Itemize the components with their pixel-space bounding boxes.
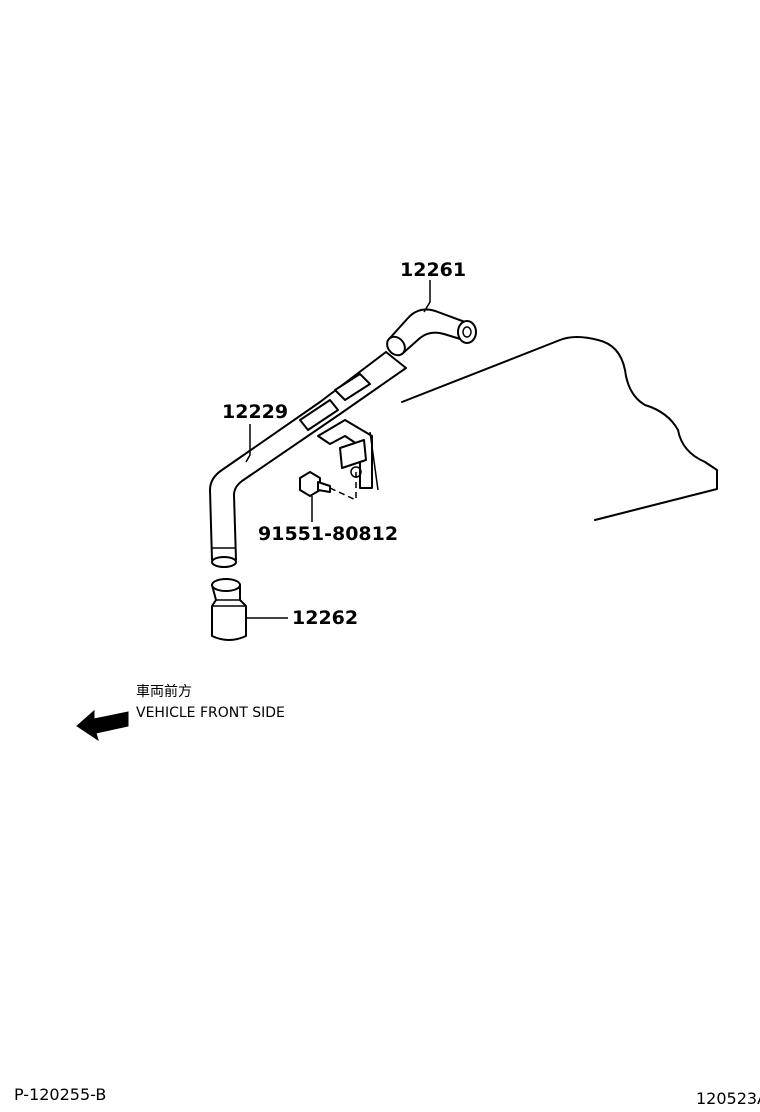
label-12262: 12262 bbox=[292, 607, 358, 629]
direction-label-en: VEHICLE FRONT SIDE bbox=[136, 705, 285, 721]
label-12229: 12229 bbox=[222, 401, 288, 423]
vehicle-front-indicator: 車両前方 VEHICLE FRONT SIDE bbox=[76, 683, 285, 742]
arrow-left-icon bbox=[76, 709, 129, 742]
hose-12261[interactable] bbox=[383, 308, 477, 359]
pipe-12229[interactable] bbox=[209, 351, 407, 568]
label-91551-80812: 91551-80812 bbox=[258, 523, 398, 545]
reference-code-left: P-120255-B bbox=[14, 1085, 106, 1104]
leader-lines bbox=[245, 280, 431, 619]
hose-12262[interactable] bbox=[211, 578, 247, 641]
label-12261: 12261 bbox=[400, 259, 466, 281]
direction-label-jp: 車両前方 bbox=[136, 683, 192, 700]
engine-block-outline bbox=[401, 336, 718, 521]
bolt-91551-80812[interactable] bbox=[299, 471, 357, 501]
reference-code-right: 120523A bbox=[696, 1089, 760, 1108]
